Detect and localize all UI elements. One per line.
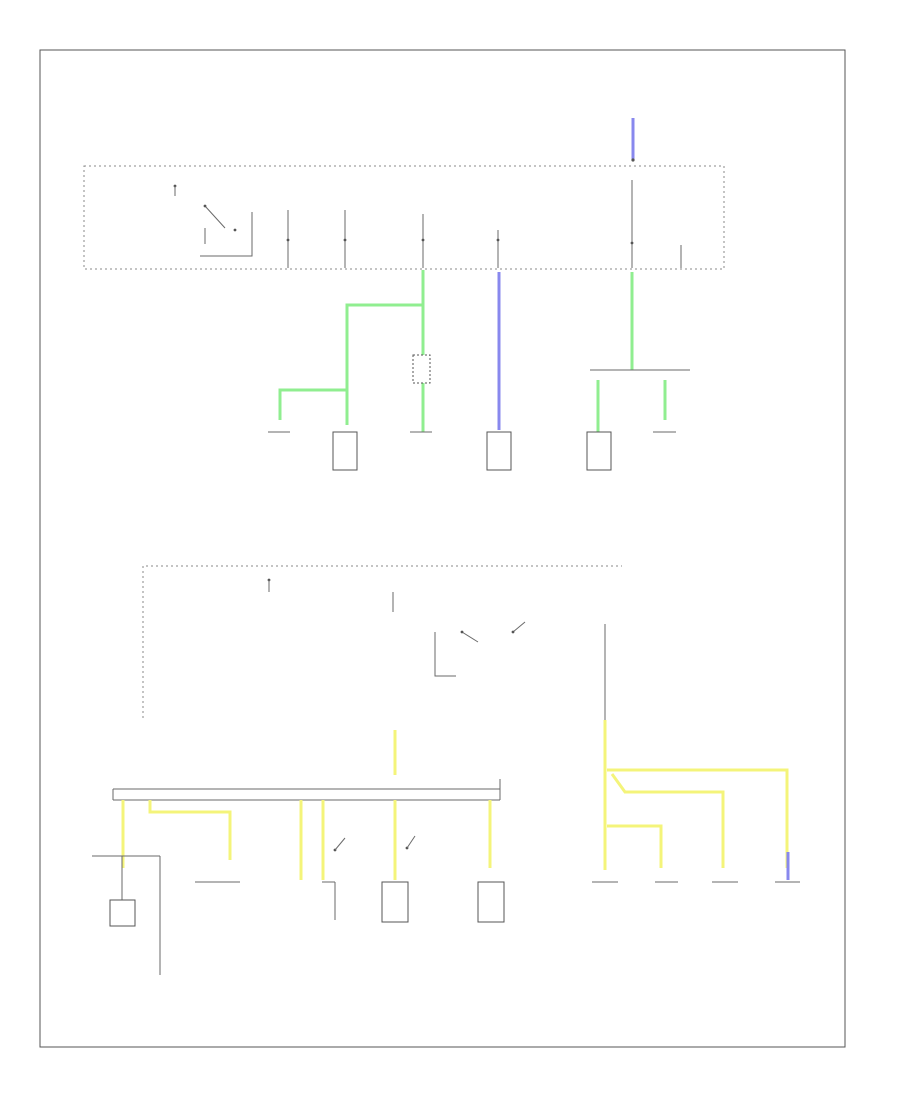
- top-fuse-box: [83, 165, 725, 270]
- fuse-b: [343, 210, 347, 268]
- bus-drop-2: [148, 800, 232, 860]
- load-2: [486, 431, 512, 471]
- outer-frame: [39, 49, 846, 1048]
- yellow-right-3: [607, 824, 663, 868]
- yellow-right-1: [607, 768, 789, 868]
- fuse-d: [496, 230, 500, 268]
- fuse-a: [286, 210, 290, 268]
- top-feed-connector: [603, 99, 663, 162]
- load-1: [332, 431, 358, 471]
- load-4: [381, 881, 409, 923]
- small-switch-1: [333, 837, 346, 852]
- green-wire-left: [278, 270, 425, 420]
- top-box-label: [727, 170, 777, 202]
- bottom-fuse-box: [142, 565, 622, 718]
- inline-fuse: [412, 354, 431, 384]
- bottom-switch: [267, 578, 526, 677]
- load-3: [586, 431, 612, 471]
- bottom-ground-ticks: [195, 881, 800, 920]
- fuse-e: [630, 180, 634, 268]
- ignition-switch: [173, 184, 253, 257]
- fuse-c: [421, 214, 425, 268]
- yellow-right-2: [610, 773, 725, 868]
- small-switch-2: [405, 835, 416, 850]
- left-component: [92, 855, 161, 975]
- load-5: [477, 881, 505, 923]
